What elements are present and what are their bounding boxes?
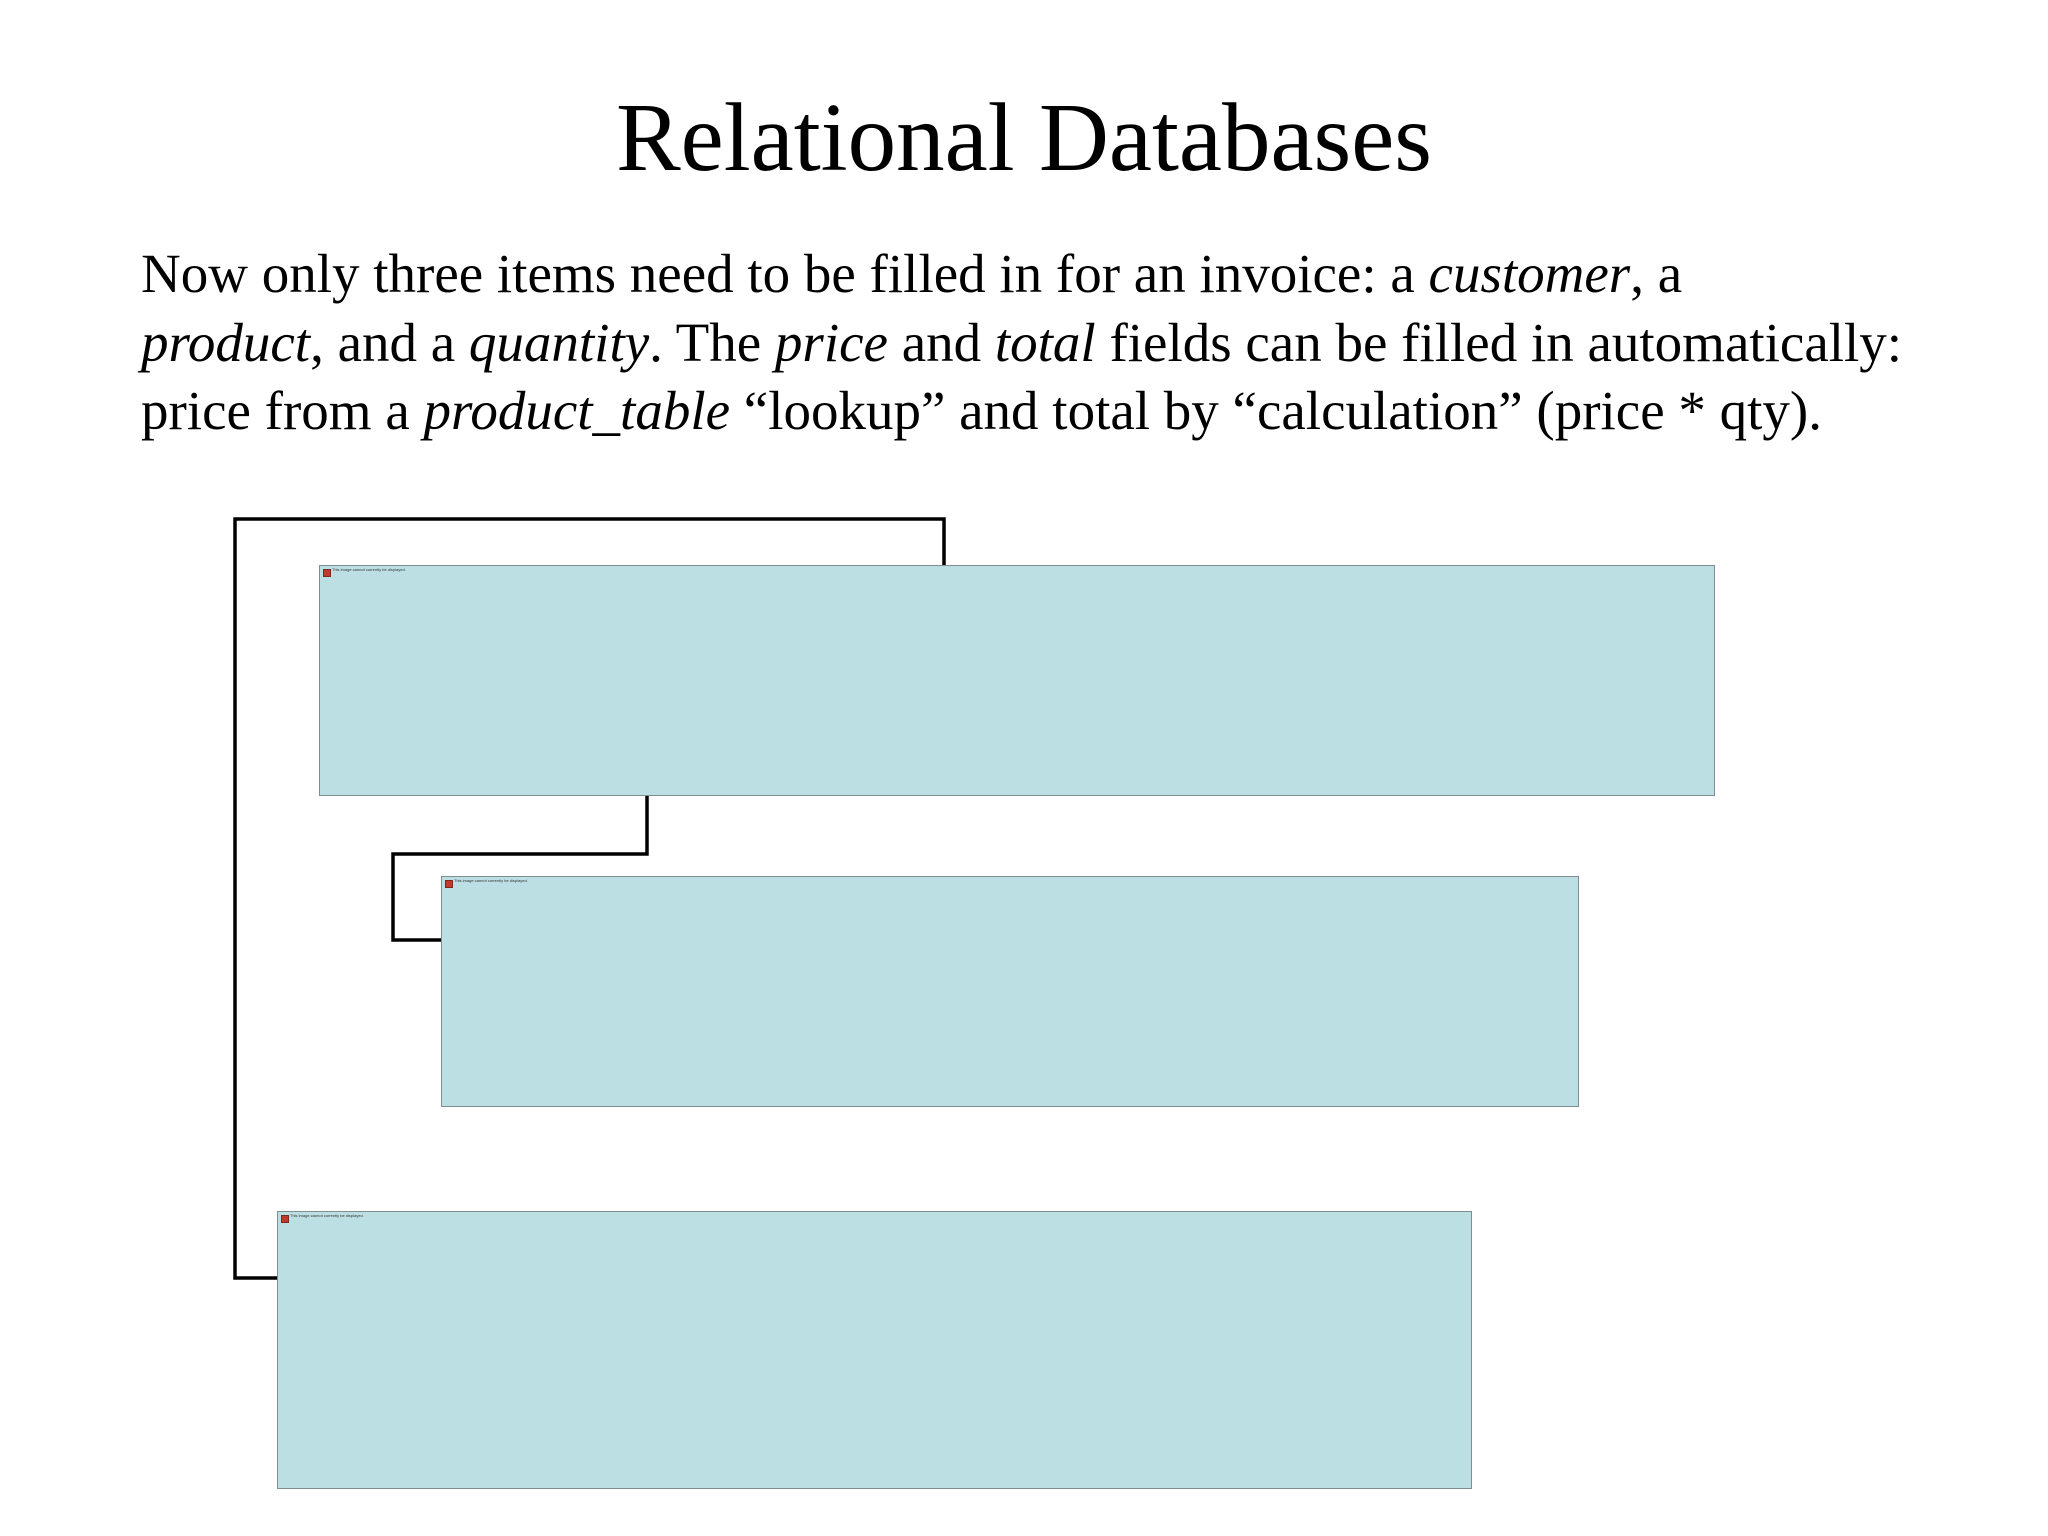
body-text-segment: “lookup” and total by “calculation” (pri… [730, 380, 1822, 441]
slide-title: Relational Databases [615, 84, 1433, 191]
body-text-segment: , and a [310, 311, 469, 373]
body-text-segment: and [887, 311, 995, 373]
body-text-segment: . The [649, 311, 775, 373]
image-alt-text: This image cannot currently be displayed… [454, 878, 528, 883]
body-text-segment: Now only three items need to be filled i… [141, 243, 1429, 304]
emphasis-price: price [774, 311, 888, 373]
emphasis-customer: customer [1428, 243, 1631, 304]
broken-image-icon [281, 1215, 289, 1223]
image-alt-text: This image cannot currently be displayed… [290, 1213, 364, 1218]
broken-image-icon [323, 569, 331, 577]
body-paragraph: Now only three items need to be filled i… [141, 240, 1971, 446]
body-text-segment: fields can be filled in automatically: p… [141, 311, 1903, 442]
product-table-image-placeholder: This image cannot currently be displayed… [441, 876, 1579, 1107]
invoice-table-image-placeholder: This image cannot currently be displayed… [319, 565, 1715, 796]
emphasis-product-table: product_table [423, 380, 731, 441]
body-text-segment: , a [1630, 243, 1683, 304]
emphasis-quantity: quantity [468, 311, 650, 373]
emphasis-product: product [141, 311, 311, 373]
broken-image-icon [445, 880, 453, 888]
customer-table-image-placeholder: This image cannot currently be displayed… [277, 1211, 1472, 1489]
emphasis-total: total [994, 311, 1096, 373]
image-alt-text: This image cannot currently be displayed… [332, 567, 406, 572]
